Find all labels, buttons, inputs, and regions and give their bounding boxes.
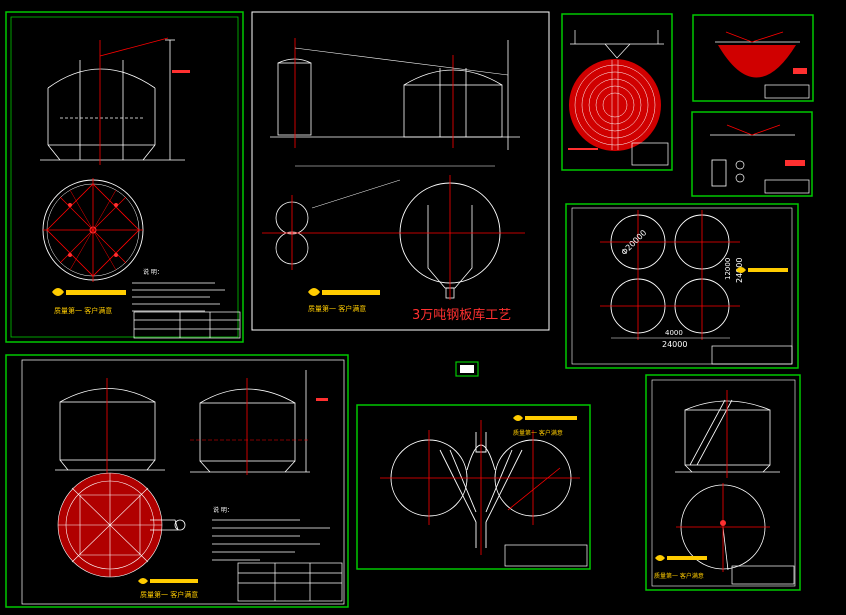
company-logo: 质量第一 客户满意	[52, 288, 126, 315]
drawing-index-icon[interactable]	[455, 361, 479, 377]
notes-title: 说 明：	[143, 268, 163, 276]
sheet-details[interactable]	[691, 111, 813, 197]
spiral-floor	[569, 59, 661, 151]
svg-text:质量第一 客户满意: 质量第一 客户满意	[140, 590, 198, 599]
sheet-spiral-plan[interactable]	[561, 13, 673, 171]
sheet-silo-section[interactable]: 质量第一 客户满意	[645, 374, 801, 591]
dim-horizontal-2: 24000	[662, 340, 687, 349]
company-logo-3	[736, 267, 788, 273]
company-logo-5: 质量第一 客户满意	[513, 415, 577, 437]
sheet-process-layout[interactable]: 质量第一 客户满意 3万吨钢板库工艺	[251, 11, 550, 331]
sheet-hopper[interactable]	[692, 14, 814, 102]
tank-plan-1	[42, 178, 144, 282]
slogan: 质量第一 客户满意	[54, 306, 112, 315]
company-logo-2: 质量第一 客户满意	[308, 288, 380, 313]
sheet-silo-detail[interactable]: 说 明： 质量第一 客户满意	[5, 354, 349, 608]
sheet-three-silo-plan[interactable]: 质量第一 客户满意	[356, 404, 591, 570]
main-title: 3万吨钢板库工艺	[412, 307, 511, 323]
elevation-tag	[172, 70, 190, 73]
svg-text:质量第一 客户满意: 质量第一 客户满意	[654, 572, 704, 580]
company-logo-6: 质量第一 客户满意	[654, 555, 707, 580]
company-logo-4: 质量第一 客户满意	[138, 578, 198, 599]
dim-vertical-2: 12000	[724, 258, 732, 280]
hopper-section	[718, 45, 796, 78]
sheet-tank-elevation-plan[interactable]: 说 明： 质量第一 客户满意	[5, 11, 244, 343]
tank-elevation-1	[40, 39, 185, 161]
svg-text:质量第一 客户满意: 质量第一 客户满意	[513, 429, 563, 437]
title-block	[133, 311, 241, 339]
svg-text:质量第一 客户满意: 质量第一 客户满意	[308, 304, 366, 313]
dim-horizontal-1: 4000	[665, 329, 683, 337]
title-block	[631, 142, 669, 166]
silo-plan	[262, 165, 525, 300]
svg-text:说 明：: 说 明：	[213, 506, 233, 514]
notes-lines	[132, 282, 225, 312]
